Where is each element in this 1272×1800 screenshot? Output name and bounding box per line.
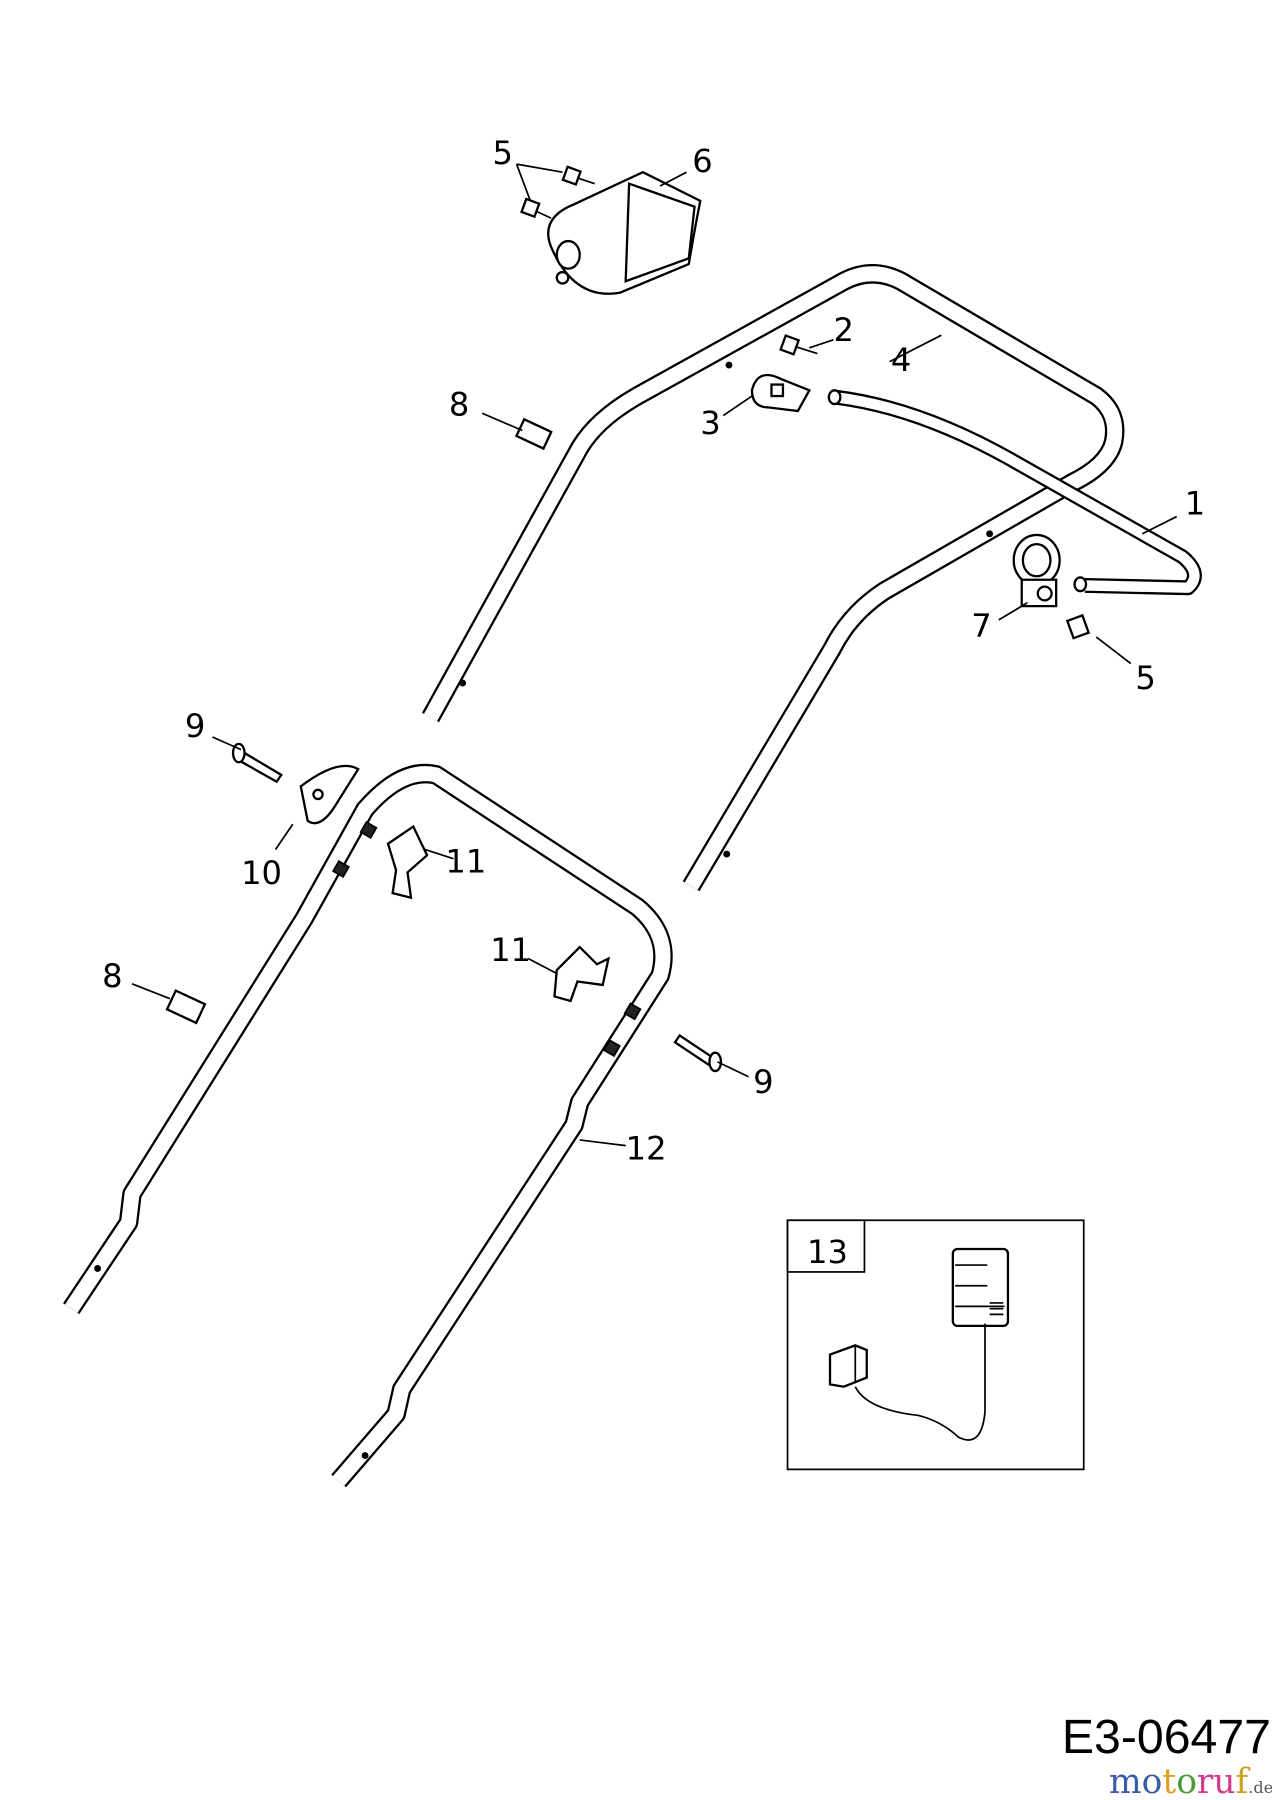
drawing-code: E3-06477B-01 <box>1062 1710 1272 1764</box>
cable-clip-part-3 <box>750 373 811 413</box>
callout-8-lower: 8 <box>102 957 122 995</box>
screw-part-2 <box>779 334 818 356</box>
lower-handle-part-12 <box>63 763 673 1488</box>
callout-2: 2 <box>833 311 853 349</box>
callout-13: 13 <box>807 1233 848 1271</box>
callout-9-right: 9 <box>753 1063 773 1101</box>
callout-4: 4 <box>891 341 911 379</box>
bolt-part-9-right <box>673 1033 723 1073</box>
callout-1: 1 <box>1185 484 1205 522</box>
cable-guide-part-10 <box>299 764 360 825</box>
callout-11-lower: 11 <box>490 931 531 969</box>
callout-11-upper: 11 <box>445 842 486 880</box>
callout-6: 6 <box>692 142 712 180</box>
handle-knob-part-8-upper <box>514 417 553 451</box>
screw-part-5-right <box>1065 613 1091 640</box>
callout-3: 3 <box>700 404 720 442</box>
wing-knob-part-11-lower <box>553 945 611 1003</box>
wing-knob-part-11-upper <box>386 824 429 900</box>
inset-part-13: 13 <box>786 1219 1085 1471</box>
callout-8-upper: 8 <box>449 386 469 424</box>
motoruf-watermark-logo: motoruf.de <box>1109 1762 1272 1800</box>
bolt-part-9-left <box>231 742 283 784</box>
leader-lines <box>131 163 1178 1147</box>
upper-handle-part-4 <box>421 264 1125 892</box>
charger-icon <box>951 1247 1010 1328</box>
callout-10: 10 <box>241 854 282 892</box>
callout-12: 12 <box>626 1129 667 1167</box>
callout-7: 7 <box>971 607 991 645</box>
bail-bar-part-1 <box>827 389 1202 596</box>
bracket-part-7 <box>1012 533 1061 608</box>
control-box-part-6 <box>547 170 702 295</box>
svg-text:motoruf.de: motoruf.de <box>1109 1762 1272 1800</box>
callout-5-top: 5 <box>492 134 512 172</box>
charger-cable <box>854 1323 986 1441</box>
battery-connector-icon <box>828 1344 868 1388</box>
screw-part-5-top <box>520 165 595 219</box>
callout-5-right: 5 <box>1135 659 1155 697</box>
handle-knob-part-8-lower <box>165 989 207 1025</box>
callout-9-left: 9 <box>185 707 205 745</box>
